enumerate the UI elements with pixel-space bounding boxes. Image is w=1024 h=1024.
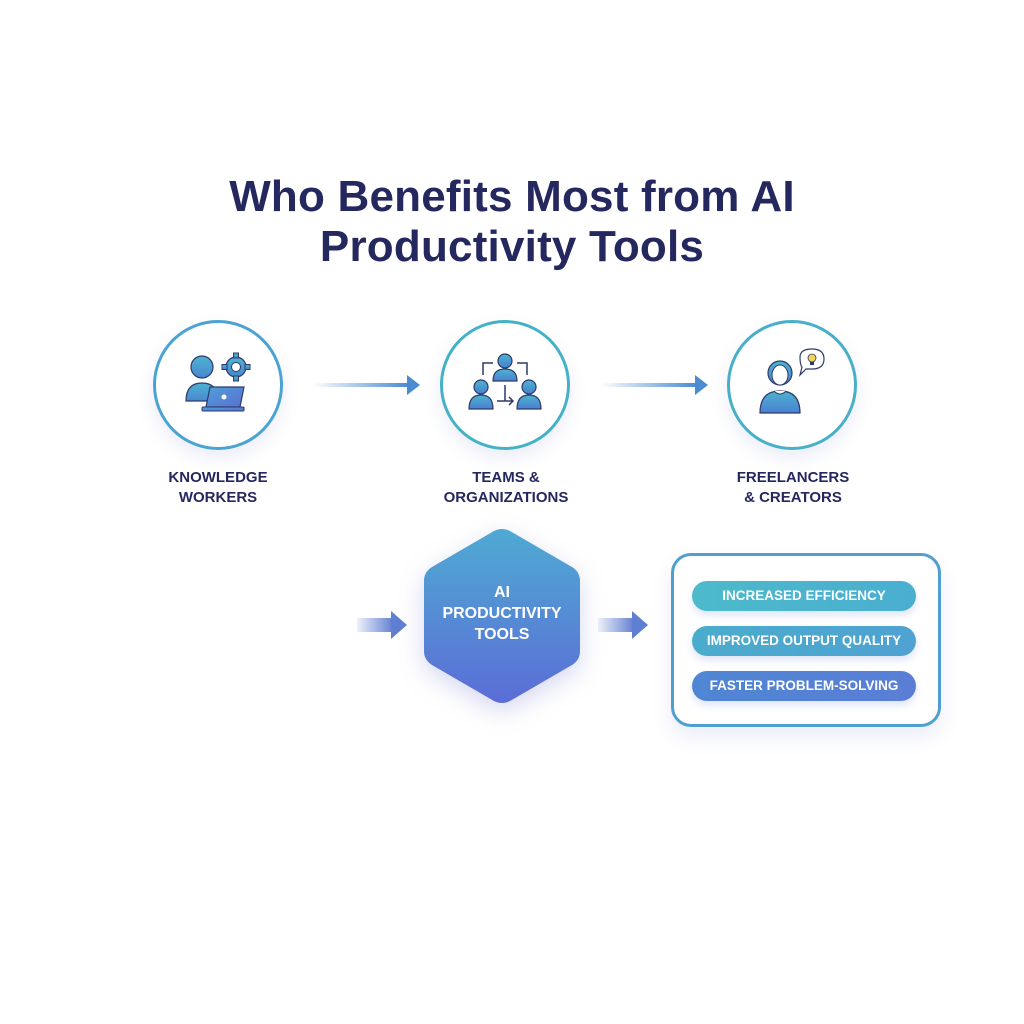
team-org-icon bbox=[468, 353, 542, 410]
title-line-1: Who Benefits Most from AI bbox=[229, 172, 795, 221]
page-title: Who Benefits Most from AI Productivity T… bbox=[0, 172, 1024, 272]
person-laptop-gear-icon bbox=[185, 352, 251, 412]
label-teams-organizations: TEAMS & ORGANIZATIONS bbox=[443, 469, 569, 506]
freelancers-creators-circle bbox=[727, 320, 857, 450]
arrow-right-icon bbox=[312, 375, 420, 395]
knowledge-workers-circle bbox=[153, 320, 283, 450]
arrow-into-hub-icon bbox=[357, 611, 407, 639]
title-line-2: Productivity Tools bbox=[319, 222, 705, 271]
arrow-to-benefits-icon bbox=[598, 611, 648, 639]
benefit-faster-problem-solving: FASTER PROBLEM-SOLVING bbox=[692, 671, 916, 701]
label-freelancers-creators: FREELANCERS & CREATORS bbox=[736, 469, 850, 506]
benefit-improved-output-quality: IMPROVED OUTPUT QUALITY bbox=[692, 626, 916, 656]
person-idea-icon bbox=[759, 348, 825, 414]
ai-productivity-tools-hub: AI PRODUCTIVITY TOOLS bbox=[424, 527, 580, 705]
arrow-right-icon bbox=[600, 375, 708, 395]
benefits-panel: INCREASED EFFICIENCY IMPROVED OUTPUT QUA… bbox=[671, 553, 941, 727]
hub-label: AI PRODUCTIVITY TOOLS bbox=[442, 584, 562, 643]
label-knowledge-workers: KNOWLEDGE WORKERS bbox=[168, 469, 268, 506]
teams-organizations-circle bbox=[440, 320, 570, 450]
benefit-increased-efficiency: INCREASED EFFICIENCY bbox=[692, 581, 916, 611]
hexagon-shape bbox=[424, 529, 580, 703]
